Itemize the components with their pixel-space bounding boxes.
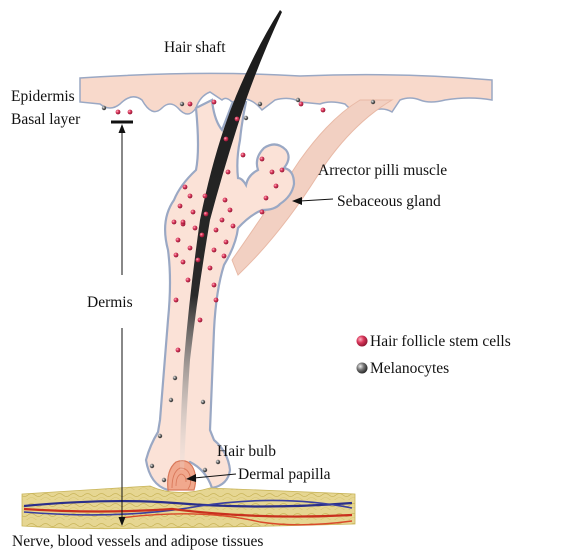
melanocyte-dot bbox=[216, 460, 220, 464]
stem-cell-dot bbox=[178, 204, 183, 209]
label-hair-bulb: Hair bulb bbox=[217, 443, 276, 460]
stem-cell-dot bbox=[191, 210, 196, 215]
label-hair-shaft: Hair shaft bbox=[164, 39, 226, 56]
stem-cell-dot bbox=[212, 283, 217, 288]
melanocyte-dot bbox=[180, 102, 184, 106]
stem-cell-dot bbox=[299, 102, 304, 107]
legend-label-stem-cells: Hair follicle stem cells bbox=[370, 333, 511, 350]
stem-cell-dot bbox=[260, 157, 265, 162]
stem-cell-dot bbox=[321, 108, 326, 113]
stem-cell-dot bbox=[280, 168, 285, 173]
stem-cell-dot bbox=[181, 260, 186, 265]
stem-cell-dot bbox=[193, 226, 198, 231]
stem-cell-dot bbox=[200, 233, 205, 238]
label-dermis: Dermis bbox=[87, 294, 133, 311]
stem-cell-dot bbox=[203, 194, 208, 199]
label-epidermis: Epidermis bbox=[11, 88, 75, 105]
stem-cell-dot bbox=[224, 240, 229, 245]
stem-cell-dot bbox=[212, 100, 217, 105]
stem-cell-dot bbox=[204, 212, 209, 217]
stem-cell-dot bbox=[274, 184, 279, 189]
red-cell-dot-icon bbox=[357, 336, 368, 347]
label-arrector-pilli-muscle: Arrector pilli muscle bbox=[318, 162, 447, 179]
melanocyte-dot bbox=[371, 100, 375, 104]
stem-cell-dot bbox=[270, 170, 275, 175]
stem-cell-dot bbox=[214, 228, 219, 233]
stem-cell-dot bbox=[212, 248, 217, 253]
stem-cell-dot bbox=[260, 210, 265, 215]
stem-cell-dot bbox=[183, 185, 188, 190]
sebaceous-gland-pointer bbox=[300, 199, 333, 201]
label-bottom-tissues: Nerve, blood vessels and adipose tissues bbox=[12, 533, 263, 550]
stem-cell-dot bbox=[226, 170, 231, 175]
stem-cell-dot bbox=[214, 298, 219, 303]
legend: Hair follicle stem cells Melanocytes bbox=[357, 333, 511, 377]
melanocyte-dot bbox=[203, 468, 207, 472]
stem-cell-dot bbox=[128, 110, 133, 115]
stem-cell-dot bbox=[188, 194, 193, 199]
melanocyte-dot bbox=[258, 102, 262, 106]
melanocyte-dot bbox=[158, 434, 162, 438]
stem-cell-dot bbox=[186, 278, 191, 283]
melanocyte-dot bbox=[201, 400, 205, 404]
melanocyte-dot bbox=[296, 98, 300, 102]
legend-label-melanocytes: Melanocytes bbox=[370, 360, 449, 377]
dermis-arrow-up bbox=[119, 124, 126, 133]
melanocyte-dot bbox=[102, 106, 106, 110]
stem-cell-dot bbox=[176, 238, 181, 243]
stem-cell-dot bbox=[198, 318, 203, 323]
stem-cell-dot bbox=[188, 246, 193, 251]
stem-cell-dot bbox=[228, 208, 233, 213]
stem-cell-dot bbox=[223, 198, 228, 203]
stem-cell-dot bbox=[174, 298, 179, 303]
gray-cell-dot-icon bbox=[357, 363, 368, 374]
stem-cell-dot bbox=[220, 218, 225, 223]
label-sebaceous-gland: Sebaceous gland bbox=[337, 193, 441, 210]
stem-cell-dot bbox=[196, 258, 201, 263]
stem-cell-dot bbox=[174, 253, 179, 258]
stem-cell-dot bbox=[241, 153, 246, 158]
epidermis-layer bbox=[80, 73, 492, 114]
stem-cell-dot bbox=[172, 220, 177, 225]
melanocyte-dot bbox=[162, 478, 166, 482]
melanocyte-dot bbox=[169, 398, 173, 402]
stem-cell-dot bbox=[176, 348, 181, 353]
stem-cell-dot bbox=[188, 102, 193, 107]
stem-cell-dot bbox=[224, 137, 229, 142]
stem-cell-dot bbox=[264, 196, 269, 201]
label-dermal-papilla: Dermal papilla bbox=[238, 466, 331, 483]
melanocyte-dot bbox=[244, 116, 248, 120]
stem-cell-dot bbox=[235, 117, 240, 122]
label-basal-layer: Basal layer bbox=[11, 111, 81, 128]
melanocyte-dot bbox=[173, 376, 177, 380]
stem-cell-dot bbox=[181, 220, 186, 225]
stem-cell-dot bbox=[208, 266, 213, 271]
stem-cell-dot bbox=[116, 110, 121, 115]
stem-cell-dot bbox=[222, 254, 227, 259]
stem-cell-dot bbox=[231, 224, 236, 229]
melanocyte-dot bbox=[150, 464, 154, 468]
